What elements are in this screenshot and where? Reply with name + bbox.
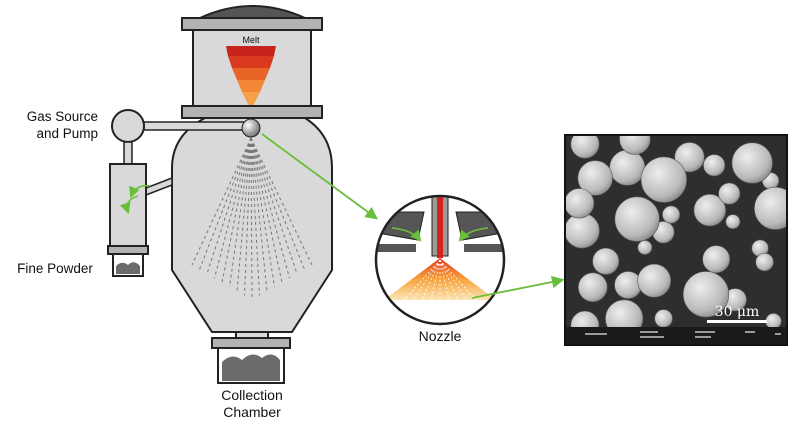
melt-stream [437,194,443,258]
powder-particle [726,215,740,229]
powder-particle [703,246,730,273]
powder-particle [756,253,774,271]
scale-bar [707,320,767,323]
top-flange [182,18,322,30]
powder-particle [610,150,645,185]
micrograph-info-bar [565,327,787,345]
gas-source-label-2: and Pump [36,126,98,141]
powder-particle [638,264,671,297]
dome-cap [200,6,305,18]
pump-icon [112,110,144,142]
melt-label: Melt [242,35,260,45]
cyclone-flange [108,246,148,254]
fine-powder-label: Fine Powder [17,261,93,276]
middle-flange [182,106,322,118]
powder-particle [593,248,619,274]
powder-particle [620,124,651,155]
collection-chamber-label: Collection [221,387,282,403]
powder-particle [615,271,642,298]
powder-particle [578,273,607,302]
powder-particle [662,206,679,223]
powder-particle [615,197,660,242]
nozzle-label: Nozzle [419,328,462,344]
nozzle-detail [372,194,508,324]
bottom-flange [212,338,290,348]
gas-pipe [144,122,246,130]
powder-particle [703,155,725,177]
pump-pipe [124,142,132,164]
sem-micrograph: 30 μm [564,124,792,345]
powder-particle [565,213,600,248]
powder-particle [641,157,687,203]
atomizer-vessel: Melt [172,6,332,383]
nozzle-ball [242,119,260,137]
collection-chamber-label-2: Chamber [223,404,281,420]
powder-particle [564,189,594,219]
cyclone-separator [108,164,172,276]
scale-bar-label: 30 μm [715,304,760,320]
powder-particle [655,310,673,328]
powder-particle [719,183,740,204]
powder-particle [732,143,773,184]
collected-powder [222,354,280,381]
powder-particle [766,313,782,329]
gas-source-label: Gas Source [27,109,98,124]
powder-particle [638,240,652,254]
